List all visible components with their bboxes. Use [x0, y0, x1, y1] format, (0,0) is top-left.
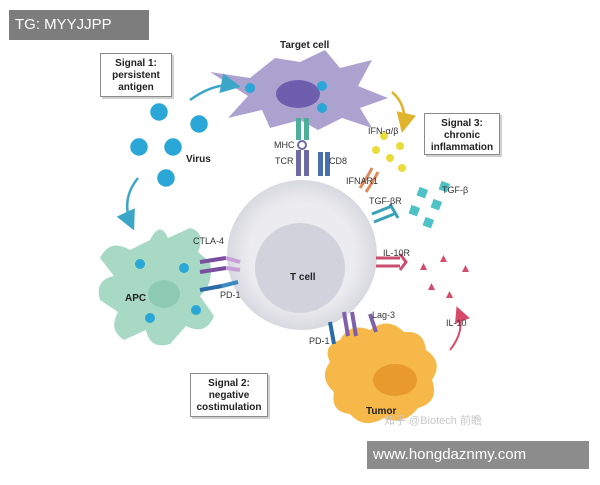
signal-2-box: Signal 2: negative costimulation: [190, 373, 268, 417]
lag3-pd1-receptors: [328, 311, 378, 345]
il10r-receptor: [376, 253, 408, 271]
apc-virus-dots: [135, 259, 201, 323]
ifn-label: IFN-α/β: [368, 126, 399, 136]
lag3-label: Lag-3: [372, 310, 396, 320]
t-cell-label: T cell: [290, 272, 316, 283]
virus-particles: [130, 103, 208, 187]
il10r-label: IL-10R: [383, 248, 411, 258]
il10-label: IL-10: [446, 318, 467, 328]
il10-triangles: [420, 255, 469, 298]
tgfb-squares: [408, 180, 451, 229]
top-watermark: TG: MYYJJPP: [9, 10, 149, 40]
target-virus-dots: [245, 81, 327, 113]
tgfbr-receptor: [371, 203, 400, 224]
t-cell-nucleus: [255, 223, 345, 313]
ifnar1-receptor: [358, 167, 380, 193]
signal-3-line2: chronic: [443, 130, 481, 141]
mhc-label: MHC: [274, 140, 295, 150]
signal-2-title: Signal 2:: [208, 378, 250, 389]
source-credit: 知乎 @Biotech 前瞻: [384, 415, 482, 427]
target-nucleus: [276, 80, 320, 108]
arrow-virus-to-apc: [116, 177, 139, 231]
arrow-il10: [449, 306, 470, 351]
signal-3-line3: inflammation: [430, 142, 494, 153]
ifn-dots: [372, 132, 406, 172]
bottom-watermark: www.hongdaznmy.com: [367, 441, 589, 469]
target-cell-label: Target cell: [280, 40, 330, 51]
tgfb-label: TGF-β: [442, 185, 469, 195]
ctla4-label: CTLA-4: [193, 236, 225, 246]
signal-1-title: Signal 1:: [115, 58, 157, 69]
signal-2-line2: negative: [208, 390, 250, 401]
virus-label: Virus: [186, 154, 211, 165]
signal-1-line2: persistent: [112, 70, 160, 81]
ctla4-pd1-receptors: [199, 256, 241, 292]
arrow-ifn: [391, 91, 417, 133]
signal-1-box: Signal 1: persistent antigen: [100, 53, 172, 97]
signal-2-line3: costimulation: [196, 402, 262, 413]
cd8-label: CD8: [329, 156, 348, 166]
signal-3-box: Signal 3: chronic inflammation: [424, 113, 500, 155]
tgfbr-label: TGF-βR: [369, 196, 402, 206]
tcr-label: TCR: [275, 156, 294, 166]
apc-nucleus: [148, 280, 180, 308]
pd1-tumor-label: PD-1: [309, 336, 330, 346]
tumor-label: Tumor: [366, 406, 397, 417]
signal-1-line3: antigen: [118, 82, 154, 93]
signal-3-title: Signal 3:: [441, 118, 483, 129]
pd1-apc-label: PD-1: [220, 290, 241, 300]
arrow-target-from-virus: [189, 73, 241, 102]
apc-label: APC: [125, 293, 147, 304]
mhc-tcr-complex: [296, 118, 330, 176]
tumor-nucleus: [373, 364, 417, 396]
ifnar1-label: IFNAR1: [346, 176, 379, 186]
